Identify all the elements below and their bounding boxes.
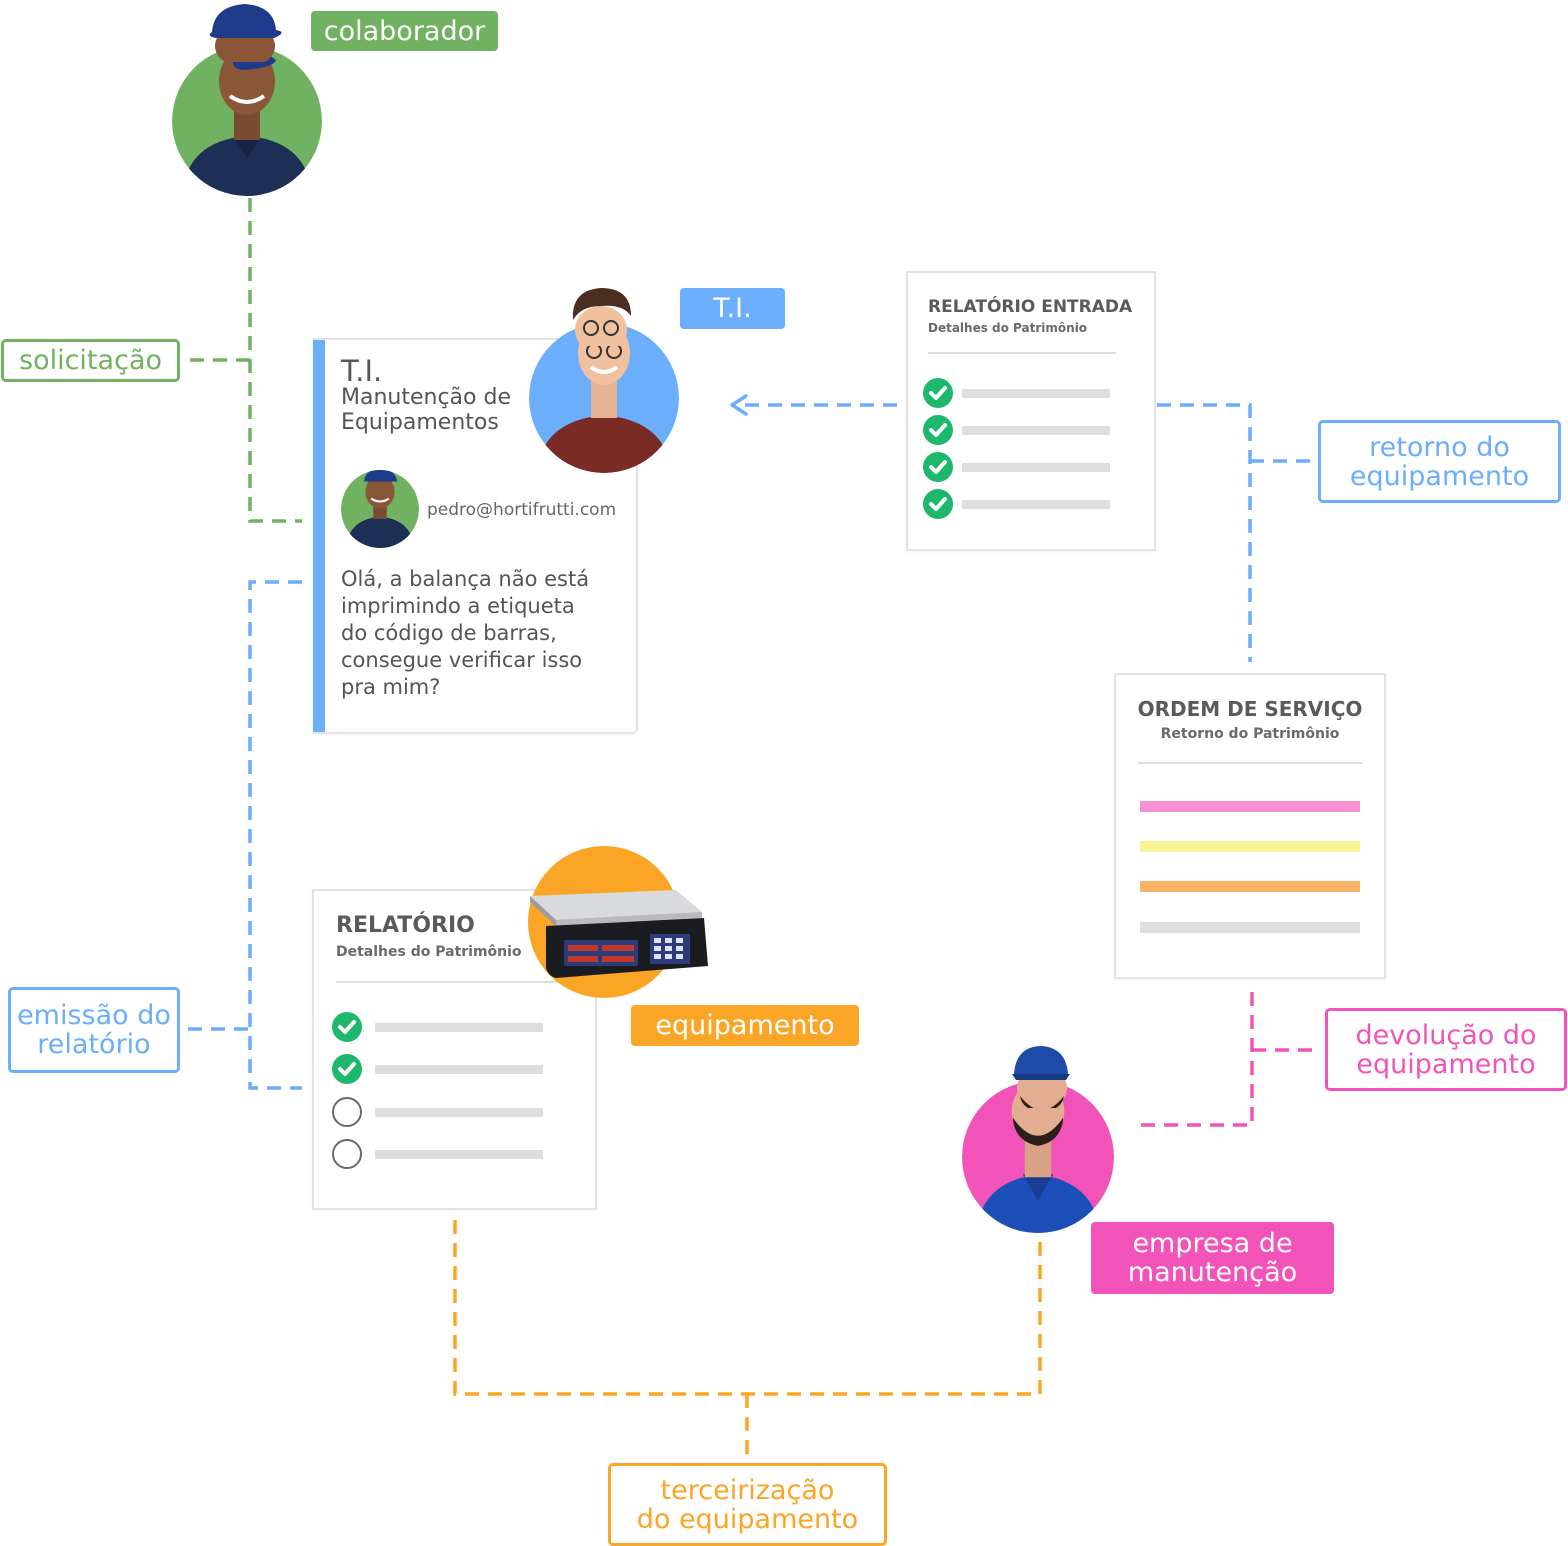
card-subtitle-1: Manutenção de (341, 385, 511, 410)
ti-hair-icon (565, 286, 637, 354)
digital-scale-image (526, 846, 712, 998)
empresa-label-1: empresa de (1132, 1228, 1293, 1259)
retorno-tag: retorno do equipamento (1318, 420, 1561, 503)
message-line: do código de barras, (341, 621, 557, 645)
gray-line (1140, 922, 1360, 933)
sender-email: pedro@hortifrutti.com (427, 500, 617, 520)
retorno-label-1: retorno do (1369, 431, 1510, 463)
orange-line (1140, 881, 1360, 892)
check-icon (332, 1012, 362, 1042)
orange-connector (453, 1220, 1042, 1396)
ti-avatar (529, 323, 679, 473)
equipamento-tag: equipamento (631, 1005, 859, 1046)
emissao-label-1: emissão do (17, 1000, 171, 1031)
blue-connector-right (1157, 403, 1252, 662)
relatorio-entrada-subtitle: Detalhes do Patrimônio (928, 321, 1088, 335)
terceirizacao-label-1: terceirização (660, 1474, 835, 1506)
retorno-label-2: equipamento (1349, 460, 1530, 492)
empresa-tag: empresa de manutenção (1091, 1222, 1334, 1294)
card-title: T.I. (341, 354, 383, 388)
check-icon (923, 452, 953, 482)
placeholder-line (375, 1023, 543, 1032)
card-subtitle-2: Equipamentos (341, 410, 499, 435)
placeholder-line (375, 1108, 543, 1117)
divider (928, 352, 1116, 354)
empresa-label-2: manutenção (1127, 1257, 1298, 1288)
yellow-line (1140, 841, 1360, 852)
unchecked-circle-icon (332, 1139, 362, 1169)
colaborador-cap-icon (200, 2, 290, 68)
message-body: Olá, a balança não está imprimindo a eti… (341, 566, 589, 701)
terceirizacao-label-2: do equipamento (636, 1503, 859, 1535)
divider (336, 981, 564, 983)
check-icon (332, 1054, 362, 1084)
check-icon (923, 489, 953, 519)
card-accent-bar (313, 340, 325, 732)
message-line: Olá, a balança não está (341, 567, 590, 591)
blue-connector-left (248, 580, 302, 1090)
placeholder-line (962, 463, 1110, 472)
mechanic-cap-icon (1006, 1044, 1076, 1112)
sender-avatar (341, 470, 419, 548)
devolucao-label-2: equipamento (1356, 1048, 1536, 1080)
placeholder-line (962, 426, 1110, 435)
placeholder-line (962, 389, 1110, 398)
colaborador-label: colaborador (323, 15, 486, 47)
placeholder-line (375, 1065, 543, 1074)
green-connector (248, 198, 302, 523)
relatorio-entrada-card: RELATÓRIO ENTRADA Detalhes do Patrimônio (906, 271, 1156, 551)
solicitacao-tag: solicitação (1, 339, 180, 382)
message-line: pra mim? (341, 675, 441, 699)
devolucao-tag: devolução do equipamento (1325, 1008, 1567, 1091)
arrow-left-icon (730, 394, 748, 416)
equipamento-label: equipamento (655, 1010, 835, 1041)
ordem-servico-title: ORDEM DE SERVIÇO (1137, 697, 1363, 721)
relatorio-subtitle: Detalhes do Patrimônio (336, 944, 522, 960)
colaborador-avatar (172, 46, 322, 196)
pink-connector (1135, 992, 1254, 1127)
terceirizacao-tag: terceirização do equipamento (608, 1463, 887, 1546)
solicitacao-label: solicitação (19, 345, 162, 376)
devolucao-label-1: devolução do (1355, 1019, 1537, 1051)
colaborador-tag: colaborador (311, 11, 498, 51)
unchecked-circle-icon (332, 1097, 362, 1127)
ti-tag: T.I. (680, 288, 785, 329)
message-line: consegue verificar isso (341, 648, 583, 672)
emissao-tag: emissão do relatório (8, 987, 180, 1073)
ti-label: T.I. (713, 293, 752, 324)
ordem-servico-card: ORDEM DE SERVIÇO Retorno do Patrimônio (1114, 673, 1386, 979)
relatorio-entrada-title: RELATÓRIO ENTRADA (928, 297, 1133, 317)
placeholder-line (962, 500, 1110, 509)
check-icon (923, 415, 953, 445)
relatorio-title: RELATÓRIO (336, 913, 475, 938)
check-icon (923, 378, 953, 408)
divider (1138, 762, 1363, 764)
ordem-servico-subtitle: Retorno do Patrimônio (1160, 726, 1340, 742)
emissao-label-2: relatório (37, 1029, 151, 1060)
placeholder-line (375, 1150, 543, 1159)
message-line: imprimindo a etiqueta (341, 594, 575, 618)
pink-line (1140, 801, 1360, 812)
